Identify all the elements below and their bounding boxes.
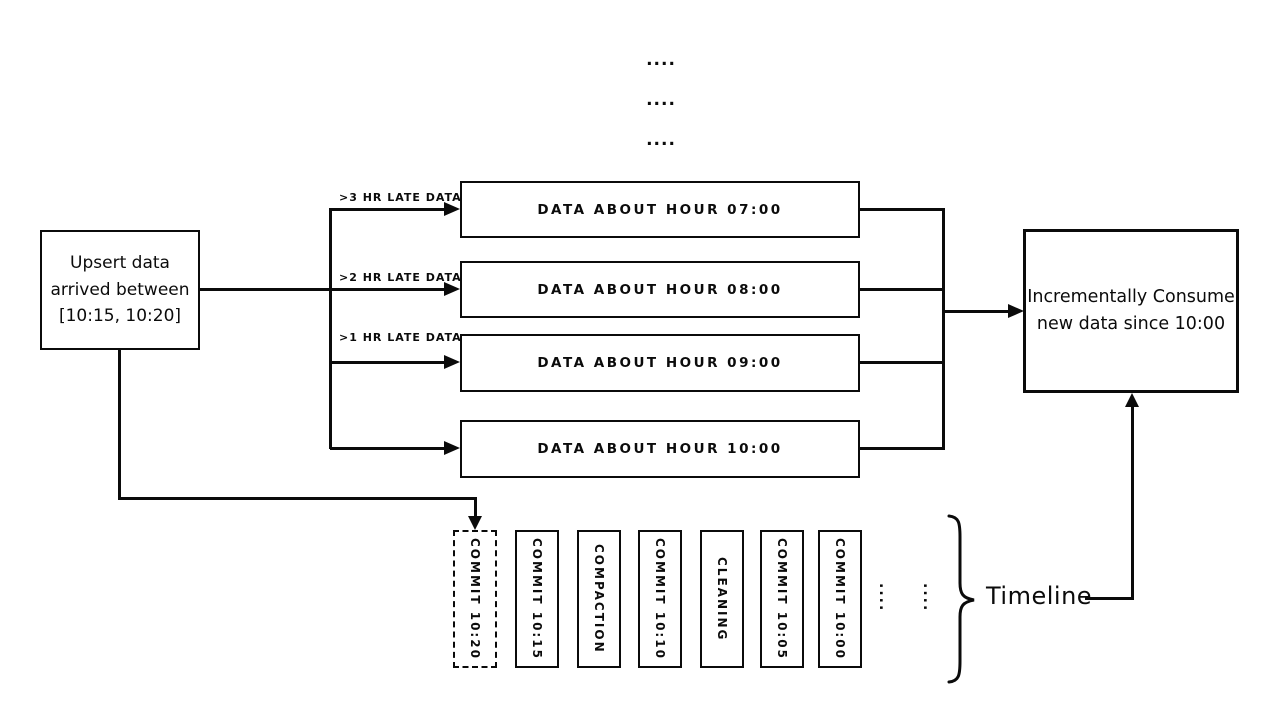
connector-upsert-down — [118, 350, 121, 499]
arrowhead-icon — [444, 355, 460, 369]
upsert-data-box: Upsert data arrived between [10:15, 10:2… — [40, 230, 200, 350]
upsert-line-1: Upsert data — [70, 253, 170, 274]
timeline-event-label: CLEANING — [715, 556, 729, 642]
arrowhead-icon — [1008, 304, 1024, 318]
connector-timeline-up — [1131, 405, 1134, 599]
connector-upsert-across — [118, 497, 477, 500]
vertical-ellipsis-icon: .... — [876, 583, 892, 613]
incremental-consume-box: Incrementally Consume new data since 10:… — [1023, 229, 1239, 393]
curly-brace-icon — [947, 514, 975, 684]
top-ellipsis-row-2: .... — [646, 90, 676, 110]
timeline-label: Timeline — [986, 582, 1093, 610]
late-label-2hr: >2 HR LATE DATA — [339, 271, 462, 284]
timeline-event-cleaning: CLEANING — [700, 530, 744, 668]
collector-rail-right — [942, 208, 945, 449]
data-box-hour-07: DATA ABOUT HOUR 07:00 — [460, 181, 860, 238]
arrowhead-icon — [1125, 393, 1139, 407]
connector-upsert-main — [200, 288, 446, 291]
timeline-event-label: COMMIT 10:15 — [530, 538, 544, 660]
connector-to-consumer — [942, 310, 1010, 313]
data-box-hour-10: DATA ABOUT HOUR 10:00 — [460, 420, 860, 478]
timeline-event-commit-1005: COMMIT 10:05 — [760, 530, 804, 668]
top-ellipsis-row-1: .... — [646, 50, 676, 70]
timeline-event-label: COMMIT 10:10 — [653, 538, 667, 660]
upsert-line-2: arrived between — [50, 279, 190, 300]
top-ellipsis-row-3: .... — [646, 130, 676, 150]
data-box-hour-07-label: DATA ABOUT HOUR 07:00 — [537, 201, 783, 218]
arrowhead-icon — [444, 441, 460, 455]
fanout-rail-left — [329, 208, 332, 449]
data-box-hour-09-label: DATA ABOUT HOUR 09:00 — [537, 355, 783, 371]
stub-09 — [860, 361, 945, 364]
data-box-hour-08: DATA ABOUT HOUR 08:00 — [460, 261, 860, 318]
timeline-event-label: COMMIT 10:05 — [775, 538, 789, 660]
arrowhead-icon — [468, 516, 482, 530]
timeline-event-commit-1010: COMMIT 10:10 — [638, 530, 682, 668]
consume-line-2: new data since 10:00 — [1036, 314, 1226, 334]
connector-branch-09 — [330, 361, 446, 364]
connector-upsert-drop — [474, 497, 477, 518]
timeline-event-label: COMPACTION — [592, 544, 606, 654]
stub-07 — [860, 208, 945, 211]
stub-08 — [860, 288, 945, 291]
arrowhead-icon — [444, 202, 460, 216]
connector-branch-10 — [330, 447, 446, 450]
arrowhead-icon — [444, 282, 460, 296]
data-box-hour-10-label: DATA ABOUT HOUR 10:00 — [537, 441, 783, 457]
consume-line-1: Incrementally Consume — [1027, 286, 1235, 307]
connector-branch-07 — [330, 208, 446, 211]
timeline-event-commit-1000: COMMIT 10:00 — [818, 530, 862, 668]
upsert-line-3: [10:15, 10:20] — [58, 306, 182, 327]
stub-10 — [860, 447, 945, 450]
timeline-event-commit-1020: COMMIT 10:20 — [453, 530, 497, 668]
late-label-1hr: >1 HR LATE DATA — [339, 331, 462, 344]
data-box-hour-09: DATA ABOUT HOUR 09:00 — [460, 334, 860, 392]
vertical-ellipsis-icon: .... — [920, 583, 936, 613]
timeline-event-label: COMMIT 10:20 — [468, 538, 482, 660]
timeline-event-label: COMMIT 10:00 — [833, 538, 847, 660]
timeline-event-compaction: COMPACTION — [577, 530, 621, 668]
timeline-event-commit-1015: COMMIT 10:15 — [515, 530, 559, 668]
connector-timeline-across — [1085, 597, 1134, 600]
late-label-3hr: >3 HR LATE DATA — [339, 191, 462, 204]
data-box-hour-08-label: DATA ABOUT HOUR 08:00 — [537, 281, 783, 298]
